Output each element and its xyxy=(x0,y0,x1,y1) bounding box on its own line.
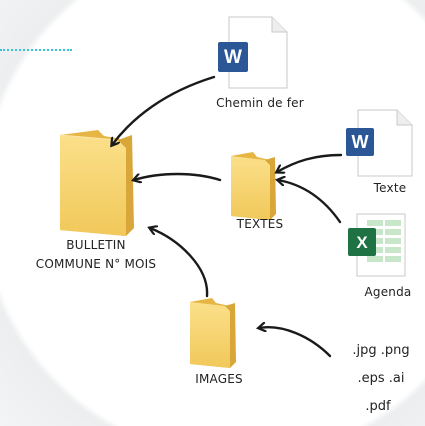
arrow-texte-to-textes xyxy=(277,153,343,172)
decorative-dotted-line xyxy=(0,49,72,51)
arrow-images-to-bulletin xyxy=(150,228,209,298)
images-folder-label: IMAGES xyxy=(195,372,243,386)
excel-badge-letter: X xyxy=(356,233,368,252)
arrow-extensions-to-images xyxy=(259,327,332,358)
images-folder-icon xyxy=(190,298,236,368)
bulletin-folder-icon xyxy=(59,130,134,236)
word-document-icon-texte: W xyxy=(346,109,413,177)
arrow-textes-to-bulletin xyxy=(134,172,222,180)
file-extensions-row-2: .eps .ai xyxy=(357,371,405,386)
texte-label: Texte xyxy=(373,181,407,195)
arrow-chemin-to-bulletin xyxy=(112,75,216,145)
bulletin-folder-label-line2: COMMUNE N° MOIS xyxy=(35,257,157,271)
textes-folder-label: TEXTES xyxy=(236,217,284,231)
excel-spreadsheet-icon-agenda: X xyxy=(348,213,406,277)
file-extensions-row-1: .jpg .png xyxy=(352,343,410,358)
agenda-label: Agenda xyxy=(364,285,412,299)
word-document-icon-chemin-de-fer: W xyxy=(218,16,288,89)
chemin-de-fer-label: Chemin de fer xyxy=(216,96,304,110)
textes-folder-icon xyxy=(231,152,276,220)
bulletin-folder-label-line1: BULLETIN xyxy=(66,238,126,252)
word-badge-letter: W xyxy=(352,132,369,152)
arrow-agenda-to-textes xyxy=(278,180,342,224)
file-extensions-row-3: .pdf xyxy=(365,399,391,414)
word-badge-letter: W xyxy=(224,47,242,68)
